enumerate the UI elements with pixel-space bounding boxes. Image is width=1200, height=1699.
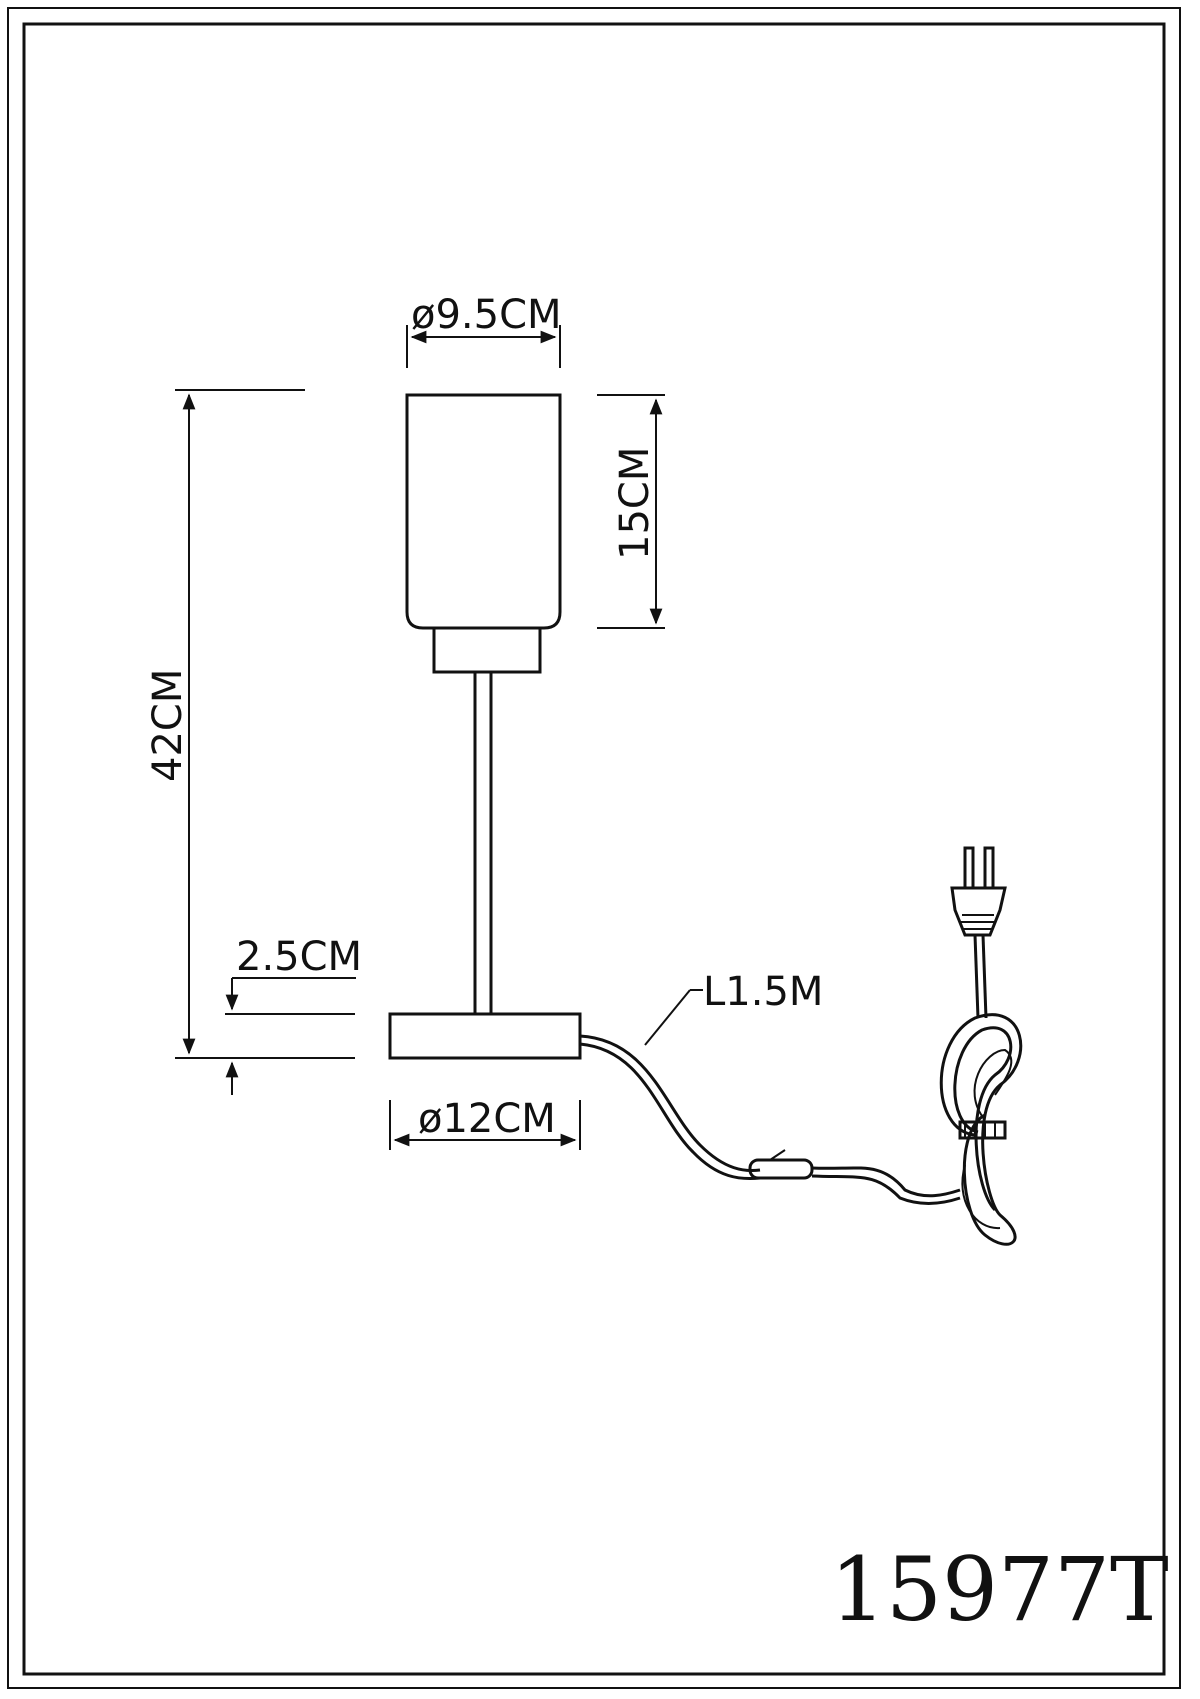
lamp-shade: [405, 393, 562, 630]
model-number: 15977T: [830, 1538, 1169, 1641]
total-height-label: 42CM: [145, 669, 191, 782]
shade-height-label: 15CM: [612, 447, 658, 560]
base-height-label: 2.5CM: [236, 934, 362, 980]
lamp-holder: [432, 626, 542, 674]
shade-diameter-label: ø9.5CM: [411, 292, 562, 338]
shade-height-dimension: 15CM: [597, 394, 665, 629]
plug-prong-left: [963, 846, 975, 890]
total-height-dimension: 42CM: [145, 389, 355, 1059]
outer-frame: [7, 7, 1181, 1689]
shade-diameter-dimension: ø9.5CM: [406, 292, 562, 368]
cable-tie: [958, 1120, 1007, 1140]
inner-frame: [22, 22, 1166, 1676]
power-cable: [579, 934, 1023, 1246]
cable-length-label: L1.5M: [703, 969, 823, 1015]
plug-prong-right: [983, 846, 995, 890]
lamp-base: [388, 1012, 582, 1060]
base-height-dimension: 2.5CM: [225, 934, 362, 1095]
base-diameter-dimension: ø12CM: [389, 1096, 581, 1150]
cable-length-leader: L1.5M: [644, 969, 823, 1046]
power-plug: [950, 846, 1007, 937]
base-diameter-label: ø12CM: [418, 1096, 556, 1142]
lamp-stem: [473, 670, 493, 1016]
